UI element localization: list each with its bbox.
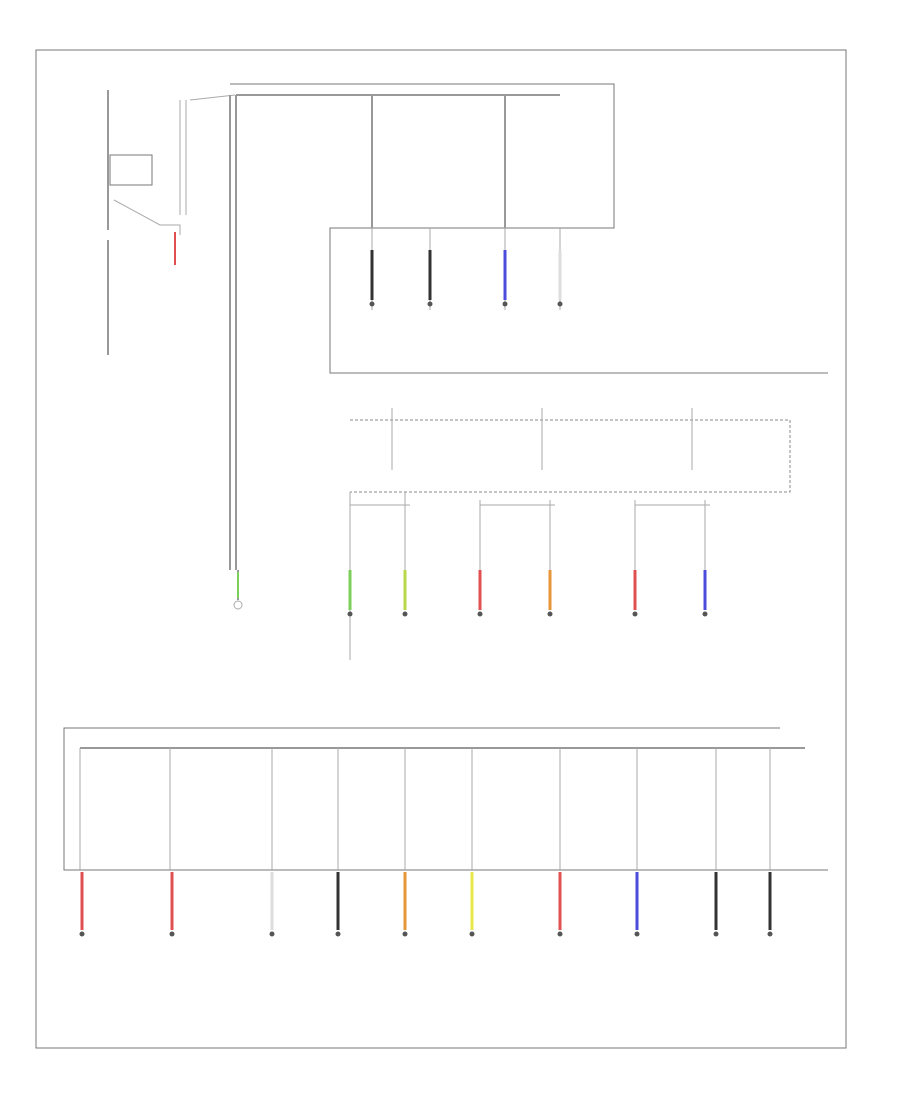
bottom-fuse-block: [63, 727, 828, 871]
connector-terminal: [402, 931, 408, 937]
connector-terminal: [402, 611, 408, 617]
connector-terminal: [347, 611, 353, 617]
battery-section: [60, 78, 236, 355]
connector-terminal: [369, 301, 375, 307]
connector-terminal: [477, 611, 483, 617]
connector-terminal: [767, 931, 773, 937]
connector-terminal: [502, 301, 508, 307]
relay-block: [349, 408, 791, 660]
connector-terminal: [632, 611, 638, 617]
connector-terminal: [269, 931, 275, 937]
page-frame: [35, 49, 847, 1049]
connector-terminal: [169, 931, 175, 937]
relay-block-connectors: [347, 570, 708, 617]
connector-terminal: [557, 931, 563, 937]
connector-terminal: [547, 611, 553, 617]
connector-terminal: [702, 611, 708, 617]
connector-terminal: [79, 931, 85, 937]
top-block-connectors: [369, 250, 563, 307]
connector-terminal: [335, 931, 341, 937]
fuse-link-box: [109, 154, 153, 186]
connector-terminal: [634, 931, 640, 937]
connector-terminal: [557, 301, 563, 307]
connector-terminal: [713, 931, 719, 937]
connector-terminal: [469, 931, 475, 937]
connector-terminal: [427, 301, 433, 307]
bottom-block-connectors: [79, 872, 773, 937]
battery-label-placeholder: [60, 78, 128, 92]
main-bus: [229, 95, 243, 610]
top-fuse-block: [230, 83, 828, 374]
